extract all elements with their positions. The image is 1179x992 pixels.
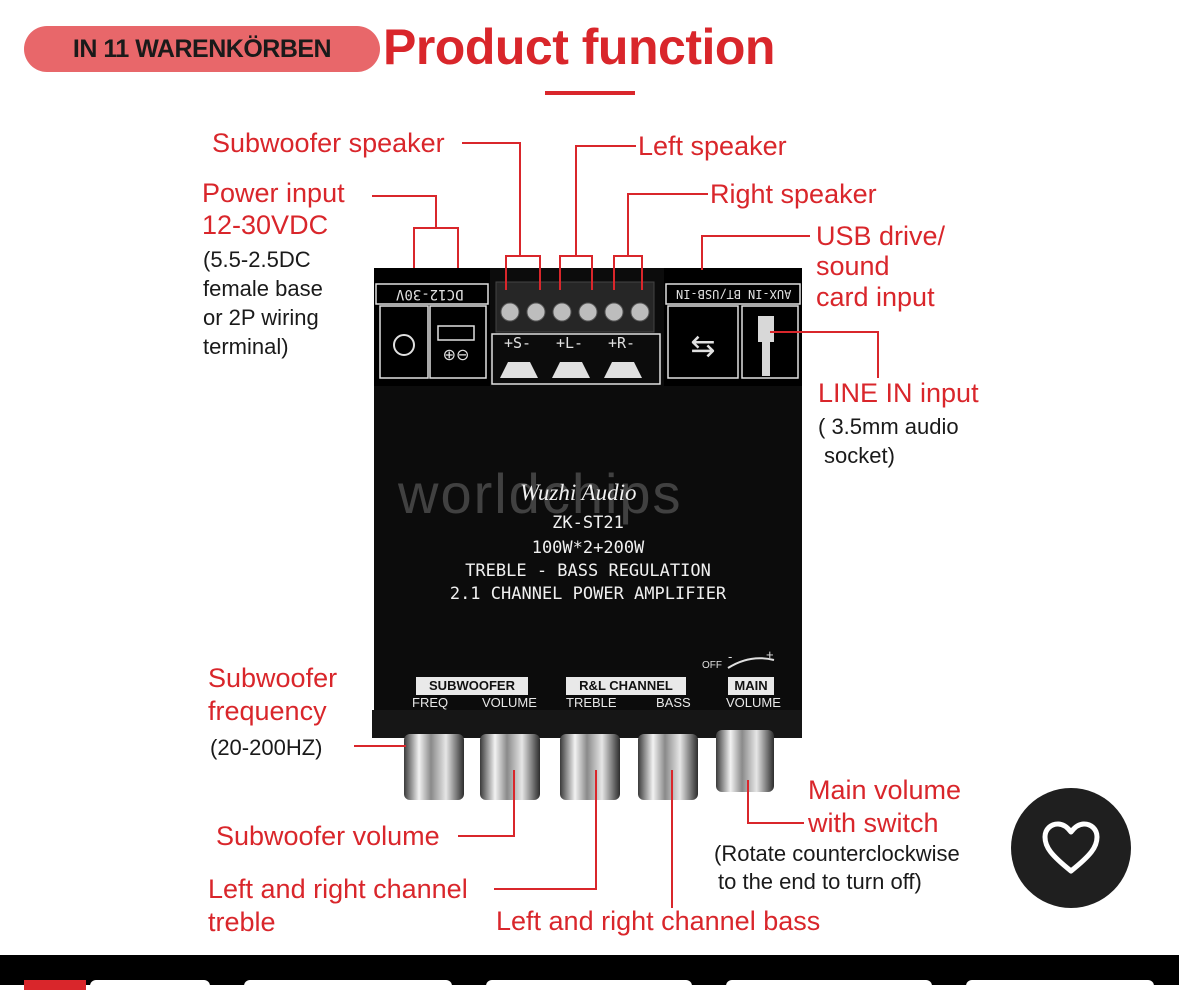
thumbnail-chip-1[interactable] — [90, 980, 210, 992]
board-dc-label: DC12-30V — [396, 286, 464, 302]
group-label-main: MAIN — [734, 678, 768, 693]
knob-label-main-volume: VOLUME — [726, 695, 781, 710]
label-main-volume-1: Main volume — [808, 775, 962, 805]
speaker-mark-r: +R- — [608, 334, 636, 352]
thumbnail-active[interactable] — [24, 980, 86, 990]
label-left-speaker: Left speaker — [638, 131, 787, 161]
speaker-mark-l: +L- — [556, 334, 584, 352]
svg-text:⊕⊖: ⊕⊖ — [443, 345, 470, 364]
speaker-mark-s: +S- — [504, 334, 532, 352]
svg-text:⇆: ⇆ — [690, 329, 715, 364]
thumbnail-chip-5[interactable] — [966, 980, 1154, 992]
power-note-line3: or 2P wiring — [203, 305, 319, 330]
speaker-screw-terminals — [500, 302, 650, 322]
title-underline — [545, 91, 635, 95]
main-volume-note-1: (Rotate counterclockwise — [714, 841, 960, 866]
label-usb-line1: USB drive/ — [816, 221, 946, 251]
group-label-subwoofer: SUBWOOFER — [429, 678, 515, 693]
off-label: OFF — [702, 660, 722, 671]
thumbnail-chip-2[interactable] — [244, 980, 452, 992]
label-lr-treble-1: Left and right channel — [208, 874, 468, 904]
label-sub-volume: Subwoofer volume — [216, 821, 440, 851]
product-image: IN 11 WARENKÖRBEN Product function — [24, 19, 979, 937]
board-aux-label: AUX-IN — [748, 287, 792, 301]
label-right-speaker: Right speaker — [710, 179, 877, 209]
label-power-input: Power input — [202, 178, 345, 208]
line-in-note-2: socket) — [824, 443, 895, 468]
board-bt-label: BT/USB-IN — [676, 287, 742, 301]
label-line-in: LINE IN input — [818, 378, 979, 408]
thumbnail-chip-4[interactable] — [726, 980, 932, 992]
group-label-rl: R&L CHANNEL — [579, 678, 673, 693]
knob-label-bass: BASS — [656, 695, 691, 710]
callout-lines — [354, 142, 879, 908]
label-sub-freq-1: Subwoofer — [208, 663, 338, 693]
minus-label: - — [728, 649, 733, 664]
power-spec: 100W*2+200W — [531, 538, 645, 558]
amplifier-diagram: ⊕⊖ ⇆ — [354, 142, 879, 908]
board-desc-1: TREBLE - BASS REGULATION — [465, 561, 711, 581]
favorite-button[interactable] — [1011, 788, 1131, 908]
thumbnail-chip-3[interactable] — [486, 980, 692, 992]
label-subwoofer-speaker: Subwoofer speaker — [212, 128, 445, 158]
board-desc-2: 2.1 CHANNEL POWER AMPLIFIER — [449, 584, 727, 604]
label-lr-treble-2: treble — [208, 907, 276, 937]
main-volume-note-2: to the end to turn off) — [718, 869, 922, 894]
cart-count-badge: IN 11 WARENKÖRBEN — [24, 26, 380, 72]
knob-label-freq: FREQ — [412, 695, 449, 710]
label-main-volume-2: with switch — [808, 808, 939, 838]
line-in-note-1: ( 3.5mm audio — [818, 414, 959, 439]
label-sub-freq-2: frequency — [208, 696, 327, 726]
model-number: ZK-ST21 — [552, 513, 624, 533]
heart-icon — [1042, 821, 1100, 874]
power-note-line1: (5.5-2.5DC — [203, 247, 311, 272]
control-knobs — [404, 730, 774, 800]
power-note-line4: terminal) — [203, 334, 289, 359]
speaker-terminal-block — [495, 281, 655, 333]
label-usb-line3: card input — [816, 282, 935, 312]
sub-freq-range: (20-200HZ) — [210, 735, 323, 760]
brand-logo: Wuzhi Audio — [520, 480, 637, 505]
plus-label: + — [766, 647, 774, 662]
watermark: worldchips — [398, 462, 683, 525]
page-title: Product function — [383, 19, 775, 75]
knob-label-sub-volume: VOLUME — [482, 695, 537, 710]
label-usb-line2: sound — [816, 251, 890, 281]
power-note-line2: female base — [203, 276, 323, 301]
label-power-voltage: 12-30VDC — [202, 210, 329, 240]
knob-label-treble: TREBLE — [566, 695, 617, 710]
label-lr-bass: Left and right channel bass — [496, 906, 821, 936]
